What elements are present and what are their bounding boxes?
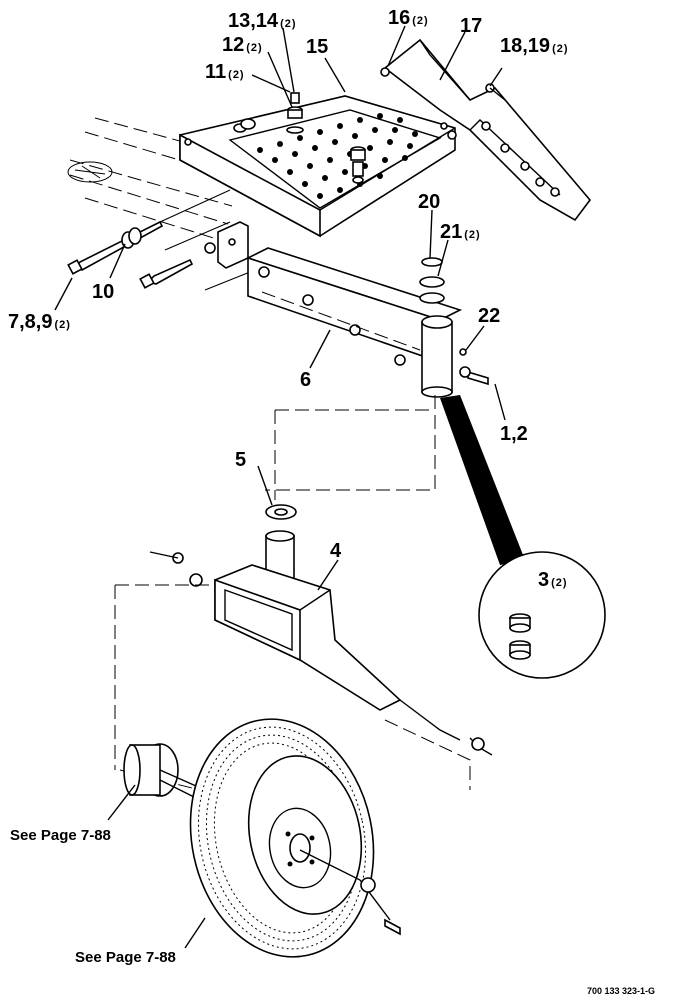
hub-reference: See Page 7-88 [10, 827, 111, 844]
callout-3: 3(2) [538, 569, 568, 591]
mounting-bolt-lower [139, 258, 194, 289]
platform-holes [257, 113, 418, 199]
callout-4: 4 [330, 540, 342, 562]
callout-11: 11(2) [205, 61, 245, 83]
fork-pin [149, 551, 203, 587]
callout-15: 15 [306, 36, 328, 58]
bushing-upper [509, 613, 531, 633]
callout-18-19: 18,19(2) [500, 35, 569, 57]
grease-zerk-22 [459, 348, 467, 356]
callout-5: 5 [235, 449, 246, 471]
pivot-tube [421, 315, 453, 398]
callout-20: 20 [418, 191, 440, 213]
mount-washers-left [233, 118, 256, 133]
caster-mount-bar [245, 247, 463, 366]
hub [123, 743, 206, 801]
callout-16: 16(2) [388, 7, 429, 29]
washers-20-21 [419, 257, 445, 304]
callout-10: 10 [92, 281, 114, 303]
spindle-spring [399, 699, 493, 756]
detail-circle [478, 551, 606, 679]
bushing-lower [509, 640, 531, 660]
thrust-washer-5 [265, 504, 297, 520]
step-platform [179, 95, 456, 238]
callout-6: 6 [300, 369, 311, 391]
callout-21: 21(2) [440, 221, 481, 243]
wheel-reference: See Page 7-88 [75, 949, 176, 966]
callout-22: 22 [478, 305, 500, 327]
wheel [189, 718, 391, 958]
callout-12: 12(2) [222, 34, 263, 56]
caster-fork [214, 530, 402, 711]
callout-17: 17 [460, 15, 482, 37]
callout-13-14: 13,14(2) [228, 10, 297, 32]
figure-number: 700 133 323-1-G [587, 986, 655, 996]
rubber-mount-left [286, 92, 304, 134]
axle-bolt [360, 877, 401, 936]
rubber-mount-right [350, 146, 366, 184]
bolt-1-2 [459, 366, 489, 386]
callout-7-8-9: 7,8,9(2) [8, 311, 71, 333]
u-plate [204, 221, 249, 269]
bolt-16 [380, 67, 457, 140]
decal-logo-icon [67, 161, 113, 183]
callout-1-2: 1,2 [500, 423, 528, 445]
bolt-18-19 [485, 83, 506, 101]
leader-lines [54, 25, 536, 949]
